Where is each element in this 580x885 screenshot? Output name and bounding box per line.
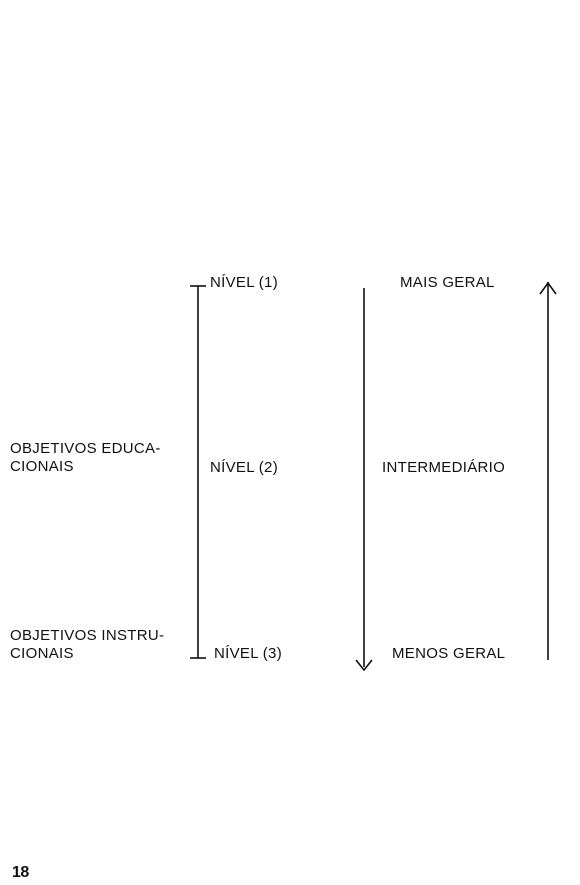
level-3-label: NÍVEL (3) <box>214 645 282 663</box>
objetivos-educacionais-line-2: CIONAIS <box>10 458 161 476</box>
generality-least-label: MENOS GERAL <box>392 645 505 663</box>
generality-most-label: MAIS GERAL <box>400 274 495 292</box>
objetivos-instrucionais-label: OBJETIVOS INSTRU- CIONAIS <box>10 627 164 663</box>
objetivos-instrucionais-line-1: OBJETIVOS INSTRU- <box>10 627 164 645</box>
up-arrow <box>540 282 556 660</box>
page-number: 18 <box>12 864 29 882</box>
objetivos-instrucionais-line-2: CIONAIS <box>10 645 164 663</box>
level-scale <box>190 286 206 658</box>
objetivos-educacionais-line-1: OBJETIVOS EDUCA- <box>10 440 161 458</box>
down-arrow <box>356 288 372 670</box>
generality-intermediate-label: INTERMEDIÁRIO <box>382 459 505 477</box>
objetivos-educacionais-label: OBJETIVOS EDUCA- CIONAIS <box>10 440 161 476</box>
level-1-label: NÍVEL (1) <box>210 274 278 292</box>
level-2-label: NÍVEL (2) <box>210 459 278 477</box>
